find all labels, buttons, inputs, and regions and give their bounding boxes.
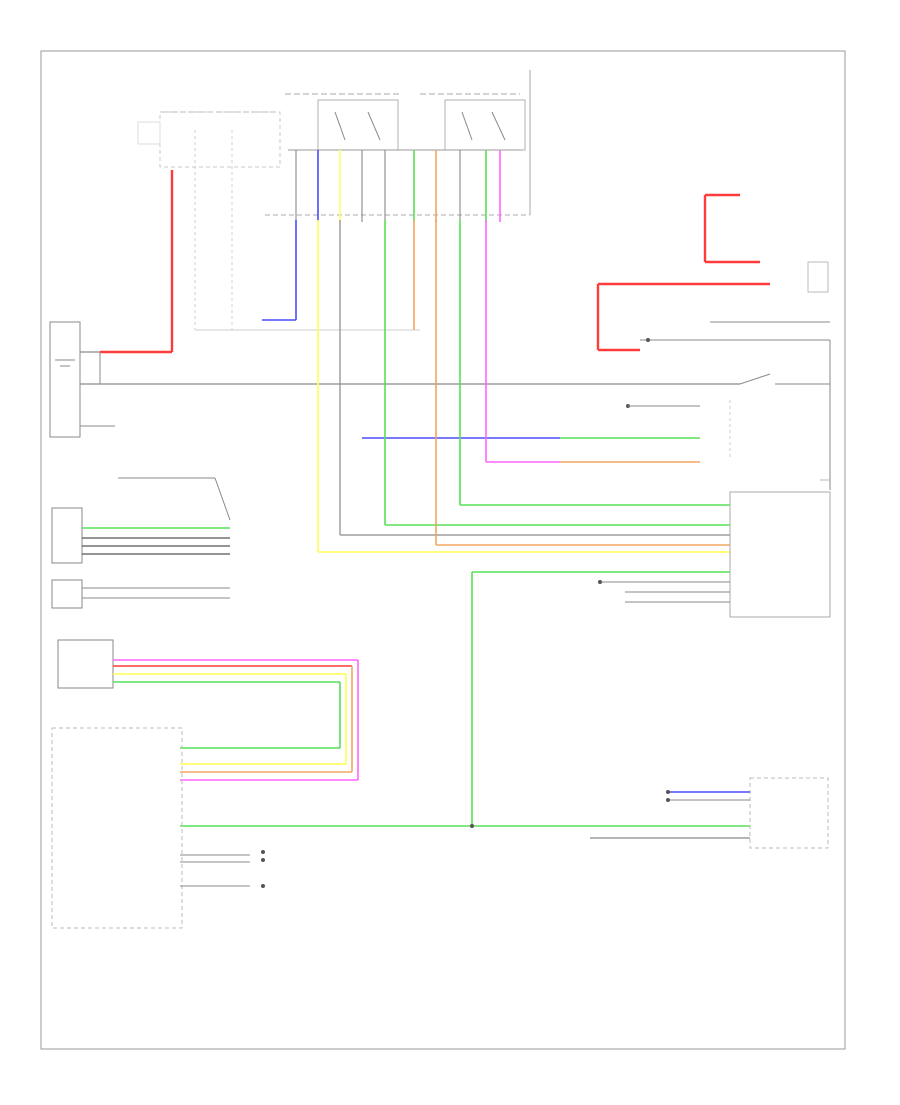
relay-2: [420, 93, 526, 151]
battery: [49, 321, 81, 438]
relay-1: [285, 93, 400, 151]
body-control-module: [51, 477, 231, 609]
battery-feed-wire: [80, 170, 700, 427]
ecm-wires: [295, 150, 501, 222]
ground-connection: [626, 338, 700, 408]
control-wires: [262, 220, 730, 553]
neutral-wire: [180, 571, 750, 828]
neutral-switch: [51, 727, 265, 929]
starter: [596, 193, 831, 490]
transmission-range-sensor: [590, 777, 829, 849]
diagram-frame: [40, 50, 846, 1050]
transmission-control-module: [729, 479, 831, 618]
fuse-box: [137, 111, 420, 331]
start-stop-button: [57, 639, 359, 781]
